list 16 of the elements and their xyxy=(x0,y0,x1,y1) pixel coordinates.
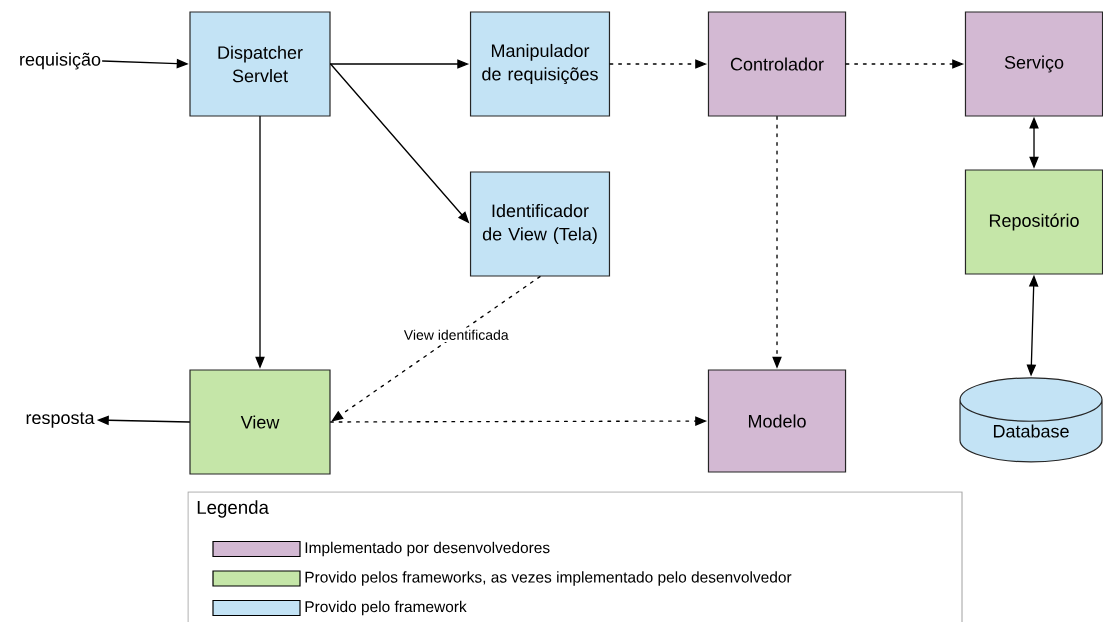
process-box: Manipulador de requisições xyxy=(469,11,611,117)
legend-title: Legenda xyxy=(197,500,269,518)
database-cylinder: Database xyxy=(959,377,1103,463)
edge-label: View identificada xyxy=(401,327,511,342)
process-box: Serviço xyxy=(964,11,1103,117)
legend-label: Implementado por desenvolvedores xyxy=(305,541,550,557)
io-text: requisição xyxy=(20,52,101,70)
process-box: Dispatcher Servlet xyxy=(189,11,331,117)
legend-label: Provido pelos frameworks, as vezes implementado pelo desenvolvedor xyxy=(305,571,792,586)
process-box: Controlador xyxy=(707,11,847,117)
process-box: View xyxy=(189,369,331,475)
io-text: resposta xyxy=(26,412,95,428)
legend-label: Provido pelo framework xyxy=(305,600,467,616)
process-box: Modelo xyxy=(707,369,847,473)
process-box: Repositório xyxy=(964,169,1103,275)
process-box: Identificador de View (Tela) xyxy=(469,171,611,277)
